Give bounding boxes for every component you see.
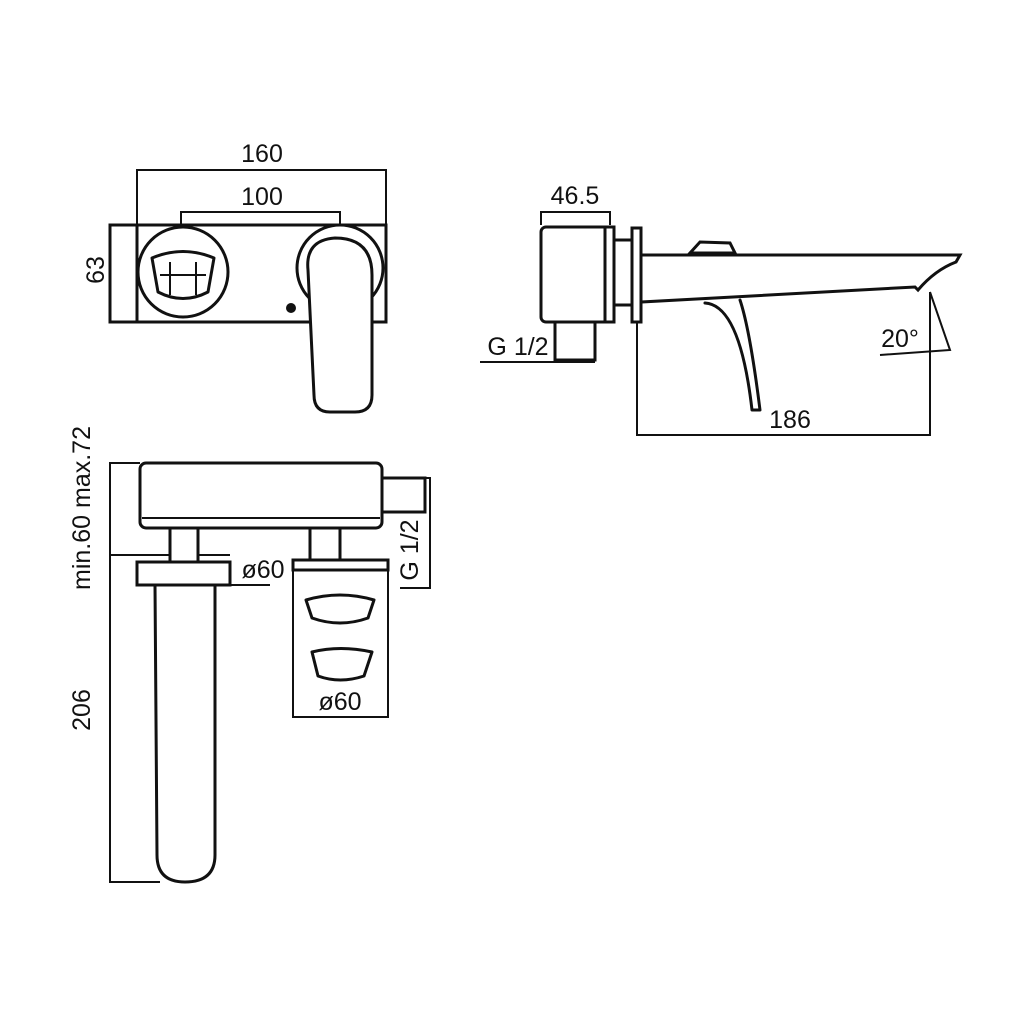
dim-label-46-5: 46.5 xyxy=(551,182,600,210)
spout-side xyxy=(639,253,963,304)
dim-label-dia-handle: ø60 xyxy=(318,688,361,716)
spout-top xyxy=(153,583,217,884)
handle-stem xyxy=(308,526,342,562)
top-view: min.60 max.72 206 G 1/2 ø60 ø60 xyxy=(68,426,431,884)
dim-line-186 xyxy=(636,292,931,436)
dim-line-g12-top xyxy=(400,477,431,589)
dim-line-206 xyxy=(109,462,160,883)
front-view: 160 100 63 xyxy=(82,140,388,414)
dim-label-wall-range: min.60 max.72 xyxy=(68,426,96,590)
dim-label-63: 63 xyxy=(82,256,110,284)
connector-stub xyxy=(553,320,597,362)
handle-flange xyxy=(291,558,390,572)
dim-label-dia-spout: ø60 xyxy=(241,556,284,584)
dim-line-100 xyxy=(180,211,341,225)
spout-rosette xyxy=(136,225,230,319)
spout-outlet xyxy=(150,250,216,300)
lever-arm-side xyxy=(703,298,762,412)
lever-side xyxy=(686,240,738,255)
handle-outline xyxy=(292,570,389,718)
lever-handle xyxy=(306,236,374,414)
connector-top xyxy=(380,476,427,514)
dim-label-186: 186 xyxy=(769,406,811,434)
spout-stem xyxy=(168,526,200,564)
spout-flange xyxy=(135,560,232,587)
lever-tip xyxy=(310,647,374,682)
screw-dot xyxy=(286,303,296,313)
side-view: 46.5 G 1/2 186 20° xyxy=(480,182,963,436)
dim-label-g12-side: G 1/2 xyxy=(487,333,548,361)
mixer-body-side xyxy=(539,225,612,324)
dim-line-46-5 xyxy=(540,211,611,225)
cartridge-side xyxy=(612,238,634,307)
angle-line xyxy=(879,291,952,356)
dim-label-160: 160 xyxy=(241,140,283,168)
aerator-icon xyxy=(160,262,206,295)
dim-label-100: 100 xyxy=(241,183,283,211)
dim-label-20-deg: 20° xyxy=(881,325,919,353)
dim-label-g12-top: G 1/2 xyxy=(396,519,424,580)
lever-top xyxy=(304,593,376,625)
dim-line-160 xyxy=(136,169,387,225)
dim-label-206: 206 xyxy=(68,689,96,731)
